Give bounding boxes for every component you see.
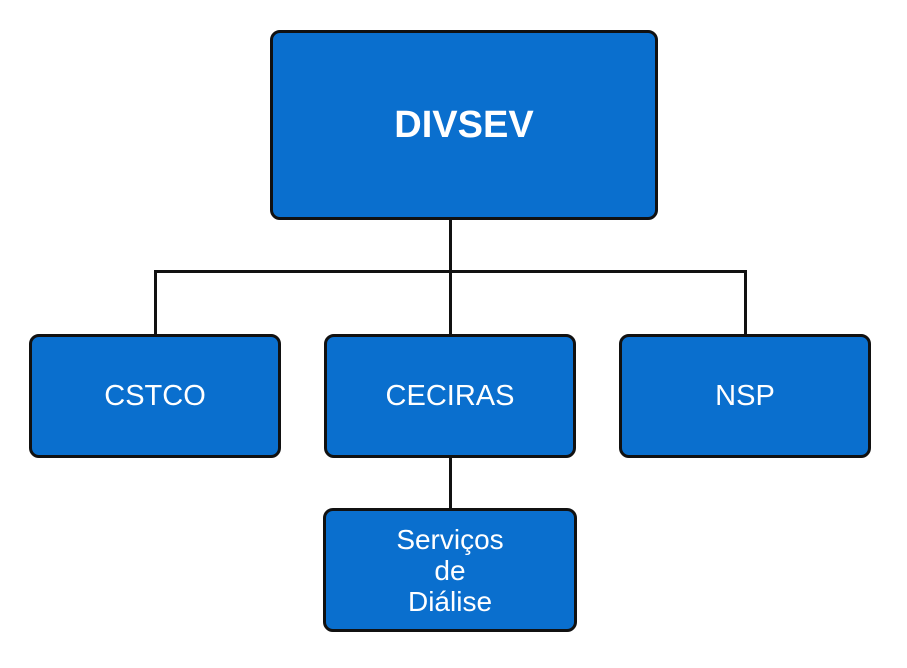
connector-ceciras-to-dialise [449,458,452,508]
node-servicos-de-dialise: Serviços de Diálise [323,508,577,632]
node-divsev: DIVSEV [270,30,658,220]
node-divsev-label: DIVSEV [394,103,534,146]
node-cstco: CSTCO [29,334,281,458]
connector-to-cstco [154,270,157,334]
node-cstco-label: CSTCO [104,379,206,412]
node-ceciras: CECIRAS [324,334,576,458]
node-nsp: NSP [619,334,871,458]
connector-root-down [449,220,452,272]
connector-to-ceciras [449,270,452,334]
node-nsp-label: NSP [715,379,775,412]
node-servicos-de-dialise-label: Serviços de Diálise [396,523,504,617]
node-ceciras-label: CECIRAS [385,379,515,412]
connector-to-nsp [744,270,747,334]
